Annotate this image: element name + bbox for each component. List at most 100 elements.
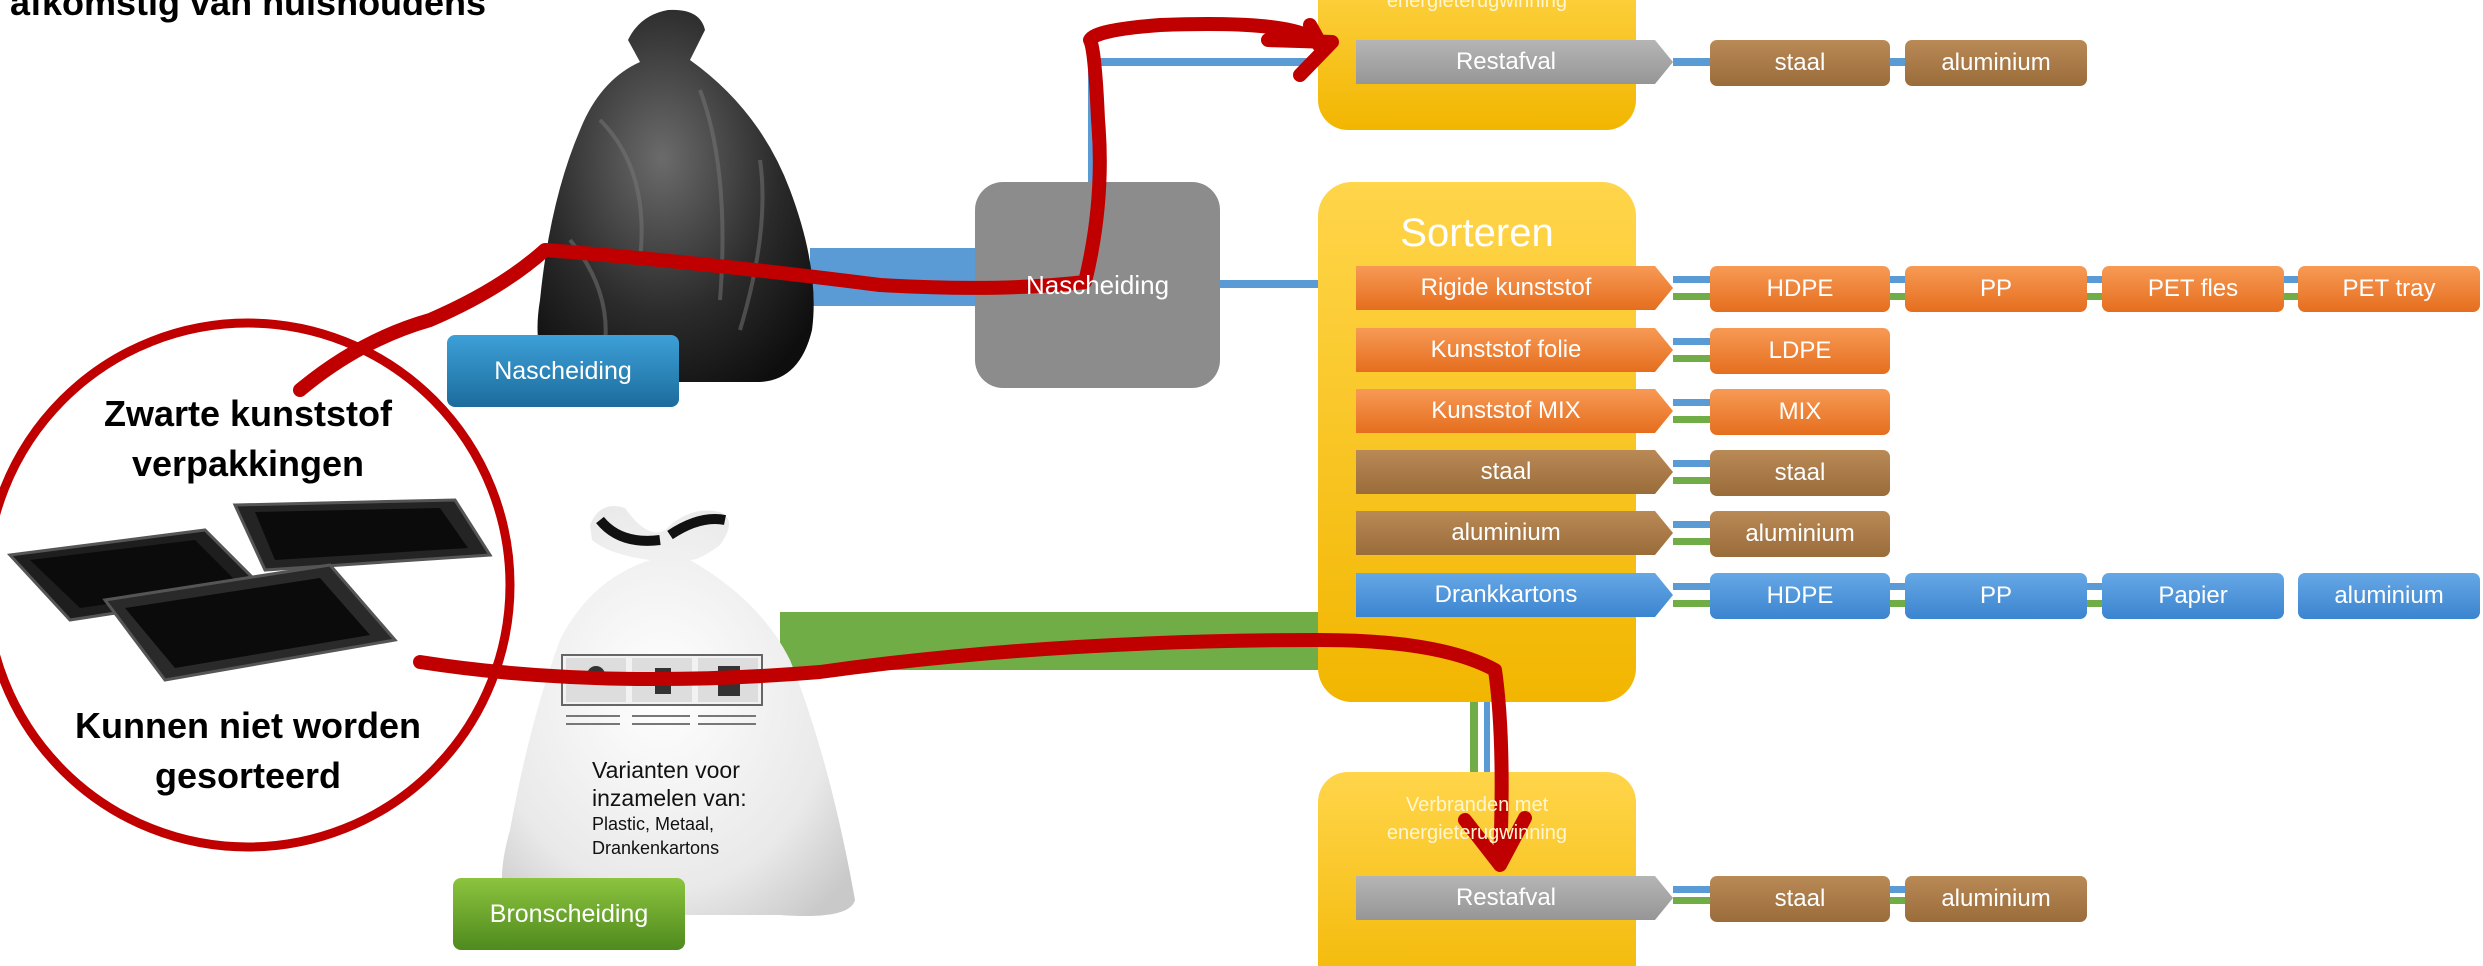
black-trays-image xyxy=(6,498,493,682)
red-annotation-lines xyxy=(293,17,1532,872)
bottom-panel-line1: Verbranden met xyxy=(1405,793,1549,816)
top-restafval-label: Restafval xyxy=(1455,48,1557,75)
sorteren-row-5-output-1 xyxy=(1710,511,1890,557)
page-title-fragment: afkomstig van huishoudens xyxy=(10,0,487,23)
red-line-to-top xyxy=(293,17,1329,397)
sorteren-row-6-output-2-label: PP xyxy=(1979,582,2012,609)
sorteren-row-3-label: Kunststof MIX xyxy=(1431,397,1581,424)
sorteren-row-1-output-4 xyxy=(2298,266,2480,312)
bottom-restafval-label: Restafval xyxy=(1455,884,1557,911)
sorteren-row-6-output-3 xyxy=(2102,573,2284,619)
bottom-output-aluminium-label: aluminium xyxy=(1941,885,2051,912)
sorteren-row-1-output-4-label: PET tray xyxy=(2342,275,2436,302)
sorteren-row-6-output-3-label: Papier xyxy=(2158,582,2228,609)
sorteren-row-3-output-1 xyxy=(1710,389,1890,435)
sorteren-row-2-label: Kunststof folie xyxy=(1430,336,1582,363)
sorteren-row-2-connector xyxy=(1673,355,1710,362)
sorteren-row-6-output-4-label: aluminium xyxy=(2334,582,2444,609)
top-output-staal-label: staal xyxy=(1774,49,1826,76)
top-output-staal xyxy=(1710,40,1890,86)
white-bag-text-line2: inzamelen van: xyxy=(592,785,747,811)
sorteren-row-1-arrow xyxy=(1356,266,1673,310)
sorteren-row-5-connector xyxy=(1673,521,1710,528)
sorteren-row-1-connector xyxy=(2087,293,2102,300)
sorteren-row-1-connector xyxy=(1890,276,1905,283)
sorteren-row-3-connector xyxy=(1673,399,1710,406)
sorteren-row-6-connector xyxy=(2087,600,2102,607)
sorteren-row-4-connector xyxy=(1673,460,1710,467)
bottom-restafval-arrow xyxy=(1356,876,1673,920)
sorteren-row-1-connector xyxy=(2284,293,2298,300)
sorteren-row-5-arrow xyxy=(1356,511,1673,555)
flow-to-top-restafval xyxy=(1088,58,1358,66)
sorteren-row-6-output-1-label: HDPE xyxy=(1766,582,1834,609)
sorteren-row-6-connector xyxy=(1673,600,1710,607)
sorteren-row-6-output-1 xyxy=(1710,573,1890,619)
nascheiding-box xyxy=(975,182,1220,388)
sorteren-row-1-output-2 xyxy=(1905,266,2087,312)
sorteren-row-4-connector xyxy=(1673,477,1710,484)
sorteren-row-6-connector xyxy=(1673,583,1710,590)
nascheiding-box-label: Nascheiding xyxy=(1025,269,1170,300)
sorteren-row-2-output-1-label: LDPE xyxy=(1768,337,1832,364)
red-line-to-bottom xyxy=(413,633,1509,867)
sorteren-row-6-connector xyxy=(1890,600,1905,607)
sorteren-row-1-output-1 xyxy=(1710,266,1890,312)
sorteren-row-5-connector xyxy=(1673,538,1710,545)
sorteren-row-2-output-1 xyxy=(1710,328,1890,374)
bottom-output-aluminium xyxy=(1905,876,2087,922)
sorteren-row-5-label: aluminium xyxy=(1451,519,1561,546)
sorteren-title: Sorteren xyxy=(1400,210,1554,255)
sorteren-row-1-output-2-label: PP xyxy=(1979,275,2012,302)
bottom-output-staal xyxy=(1710,876,1890,922)
sorteren-row-4-output-1 xyxy=(1710,450,1890,496)
bottom-panel-line2: energieterugwinning xyxy=(1386,821,1568,844)
sorteren-row-3-connector xyxy=(1673,416,1710,423)
sorteren-row-6-arrow xyxy=(1356,573,1673,617)
sorteren-row-4-label: staal xyxy=(1480,458,1532,485)
callout-line3: Kunnen niet worden xyxy=(75,705,421,746)
white-bag-text-line3: Plastic, Metaal, xyxy=(592,814,715,834)
sorteren-row-1-output-1-label: HDPE xyxy=(1766,275,1834,302)
sorteren-row-1-label: Rigide kunststof xyxy=(1420,274,1592,301)
sorteren-row-1-output-3 xyxy=(2102,266,2284,312)
sorteren-row-3-output-1-label: MIX xyxy=(1778,398,1822,425)
sorteren-row-1-connector xyxy=(2284,276,2298,283)
bottom-output-staal-label: staal xyxy=(1774,885,1826,912)
sorteren-row-4-output-1-label: staal xyxy=(1774,459,1826,486)
sorteren-row-6-output-4 xyxy=(2298,573,2480,619)
top-restafval-arrow xyxy=(1356,40,1673,84)
top-panel-title: energieterugwinning xyxy=(1386,0,1568,12)
sorteren-row-6-output-2 xyxy=(1905,573,2087,619)
sorteren-row-1-connector xyxy=(1673,293,1710,300)
sorteren-row-1-connector xyxy=(2087,276,2102,283)
sorteren-row-5-output-1-label: aluminium xyxy=(1745,520,1855,547)
sorteren-row-1-connector xyxy=(1890,293,1905,300)
callout-line2: verpakkingen xyxy=(131,443,365,484)
sorteren-panel xyxy=(1318,182,1636,702)
sorteren-row-6-connector xyxy=(2087,583,2102,590)
sorteren-row-2-arrow xyxy=(1356,328,1673,372)
nascheiding-button[interactable]: Nascheiding xyxy=(494,356,632,385)
bronscheiding-button[interactable]: Bronscheiding xyxy=(489,899,649,928)
white-bag-text-line1: Varianten voor xyxy=(592,757,740,783)
callout-line4: gesorteerd xyxy=(154,755,342,796)
sorteren-row-1-connector xyxy=(1673,276,1710,283)
black-trash-bag-image xyxy=(537,9,814,382)
sorteren-row-2-connector xyxy=(1673,338,1710,345)
nascheiding-button-shape xyxy=(447,335,679,407)
white-bag-text: Varianten voor inzamelen van: Plastic, M… xyxy=(592,756,792,860)
sorteren-row-6-label: Drankkartons xyxy=(1434,581,1578,608)
callout-line1: Zwarte kunststof xyxy=(103,393,393,434)
red-arrow-top xyxy=(1261,33,1339,82)
white-bag-text-line4: Drankenkartons xyxy=(592,838,720,858)
sorteren-row-4-arrow xyxy=(1356,450,1673,494)
flow-nascheiding-to-sorteren xyxy=(1218,280,1358,288)
bronscheiding-button-shape xyxy=(453,878,685,950)
top-output-aluminium-label: aluminium xyxy=(1941,49,2051,76)
sorteren-row-3-arrow xyxy=(1356,389,1673,433)
red-arrow-bottom xyxy=(1458,811,1532,872)
sorteren-row-6-connector xyxy=(1890,583,1905,590)
